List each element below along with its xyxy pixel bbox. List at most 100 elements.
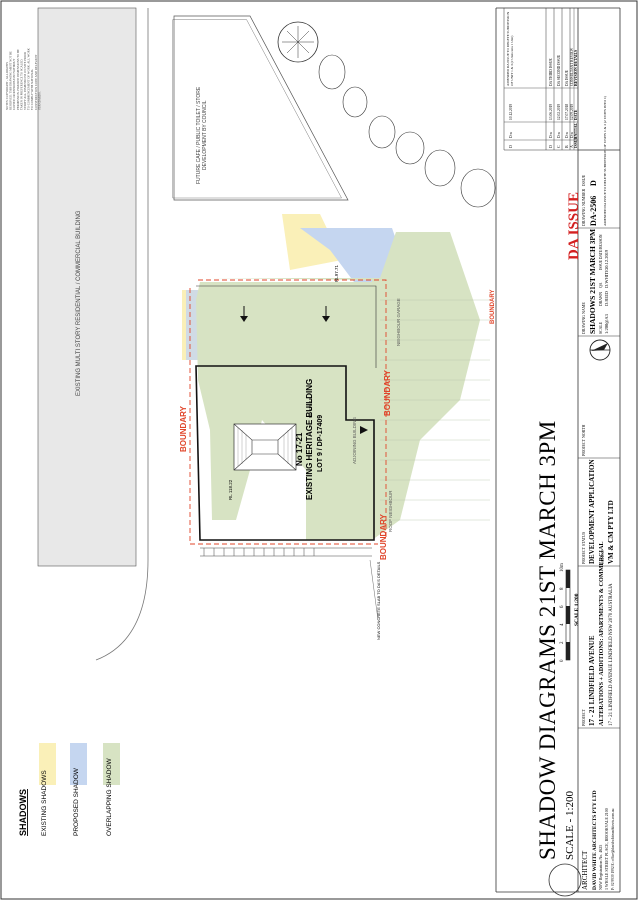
tree-icon <box>424 149 456 187</box>
legend-swatch-overlapping <box>103 743 120 785</box>
svg-text:4: 4 <box>560 623 565 626</box>
svg-text:C: C <box>556 145 561 148</box>
revision-row: A D.w 12.09.2019 CONSULTANT REVIEW <box>569 47 574 148</box>
legend: SHADOWS EXISTING SHADOWS PROPOSED SHADOW… <box>18 743 120 836</box>
driveway-arrows <box>240 306 330 322</box>
revision-detail-amended: AMENDED DA ISSUE TO DELETE SUBDIVISION O… <box>506 11 514 86</box>
overlapping-shadow <box>210 232 480 540</box>
svg-text:D: D <box>508 145 513 148</box>
project-status-label: PROJECT STATUS <box>581 532 586 564</box>
architect-contact: P: 02 9939 1992 E: office@davidwhitearch… <box>611 808 615 890</box>
rl-top: RL97.71 <box>334 264 339 282</box>
project-line1: 17 - 21 LINDFIELD AVENUE <box>588 635 596 726</box>
svg-text:10m: 10m <box>560 563 565 572</box>
svg-text:A: A <box>569 145 574 148</box>
meta-qa-value: D.WHITE <box>604 269 609 288</box>
stair-hatch <box>200 547 372 557</box>
svg-text:10.12.2019: 10.12.2019 <box>509 104 513 120</box>
sheet-title: SHADOW DIAGRAMS 21ST MARCH 3PM <box>535 420 560 860</box>
client-label: CLIENT <box>600 549 605 564</box>
site-plan: EXISTING MULTI STORY RESIDENTIAL / COMME… <box>6 7 496 661</box>
boundary-label-right: BOUNDARY <box>490 290 496 324</box>
architect-label: ARCHITECT <box>581 850 589 890</box>
legend-overlapping-label: OVERLAPPING SHADOW <box>106 757 113 836</box>
svg-text:D.w: D.w <box>549 132 553 138</box>
boundary-label-left: BOUNDARY <box>179 405 188 452</box>
revision-row: B D.w 17.07.2018 DA ISSUE <box>564 69 569 148</box>
tree-icon <box>318 54 346 90</box>
trees <box>277 21 496 208</box>
neighbour-garage-hatch <box>380 299 490 521</box>
svg-text:B: B <box>564 145 569 148</box>
existing-multistory-building <box>37 7 137 567</box>
tree-icon <box>395 131 425 165</box>
boundary-label-bottom: BOUNDARY <box>379 513 388 560</box>
future-cafe-label: FUTURE CAFE / PUBLIC TOILET / STORE DEVE… <box>196 86 208 184</box>
project-line3: 17 - 21 LINDFIELD AVENUE LINDFIELD NSW 2… <box>609 583 614 726</box>
svg-text:DA SECOND ISSUE: DA SECOND ISSUE <box>557 54 561 86</box>
client-name: VM & CM PTY LTD <box>607 500 615 564</box>
north-arrow-icon <box>589 339 611 361</box>
overlapping-shadow <box>196 282 372 540</box>
north-label: PROJECT NORTH <box>581 425 586 456</box>
svg-text:13.06.2019: 13.06.2019 <box>549 104 553 120</box>
neighbour-garage-label: NEIGHBOUR GARAGE <box>396 298 401 346</box>
tree-icon <box>277 21 319 63</box>
da-issue-stamp: DA ISSUE <box>566 192 582 260</box>
roof-neighbour-label: ROOF NEIGHBOUR <box>388 490 393 532</box>
svg-text:D.w: D.w <box>557 132 561 138</box>
rev-header-issue: ISSUE <box>574 137 578 148</box>
meta-drawn-label: DRAWN <box>599 292 603 306</box>
architect-address: 1 WHALE STREET PLACE, BROOKVALE 2100 <box>604 808 610 890</box>
project-line2: ALTERATIONS + ADDITIONS: APARTMENTS & CO… <box>598 541 605 726</box>
legend-existing-label: EXISTING SHADOWS <box>41 770 48 836</box>
rev-header-date: DATE <box>574 109 578 120</box>
drawing-number-value: DA-2506 <box>589 196 598 226</box>
project-status-value: DEVELOPMENT APPLICATION <box>588 459 596 564</box>
adjoining-building-label: ADJOINING BUILDING <box>352 416 357 464</box>
drawing-notes: NOTES: COPYRIGHT - ALL RIGHTS RESERVED. … <box>6 48 42 110</box>
building-number: No 17-21 <box>295 432 304 466</box>
concrete-slab-note: NEW CONCRETE SLAB TO DA'S DETAILS <box>376 561 381 640</box>
revision-row: D D.w 10.12.2019 AMENDED DA ISSUE TO DEL… <box>506 11 514 148</box>
sheet-title-group: SHADOW DIAGRAMS 21ST MARCH 3PM SCALE - 1… <box>535 420 582 897</box>
architect-name: DAVID WHITE ARCHITECTS PTY LTD <box>592 790 598 890</box>
drawing-number-label: DRAWING NUMBER <box>581 189 586 226</box>
svg-text:17.07.2018: 17.07.2018 <box>565 104 569 120</box>
meta-drawn-value: D.REID <box>604 290 609 306</box>
issue-reason: AMENDED DA ISSUE TO DELETE SUBDIVISION O… <box>603 95 607 226</box>
meta-scale-value: 1:200@A3 <box>604 313 609 334</box>
heritage-roof <box>233 423 297 471</box>
building-name: EXISTING HERITAGE BUILDING <box>305 379 314 500</box>
title-block: ARCHITECT DAVID WHITE ARCHITECTS PTY LTD… <box>495 7 621 893</box>
svg-text:DA ISSUE: DA ISSUE <box>565 69 569 86</box>
legend-proposed-label: PROPOSED SHADOW <box>73 767 80 836</box>
entry-arrow-icon <box>360 426 368 434</box>
meta-issue-label: ISSUE DATE/REASON <box>599 234 603 270</box>
rl-left: RL 118.22 <box>228 479 233 500</box>
drawing-name-value: SHADOWS 21ST MARCH 3PM <box>588 229 597 334</box>
existing-multistory-label: EXISTING MULTI STORY RESIDENTIAL / COMME… <box>76 210 82 396</box>
revision-row: D D.w 13.06.2019 DA THIRD ISSUE <box>548 58 553 148</box>
svg-text:12.02.2019: 12.02.2019 <box>557 104 561 120</box>
legend-swatch-proposed <box>70 743 87 785</box>
boundary-label-mid: BOUNDARY <box>383 369 392 416</box>
revisions-table: ISSUE INITIAL DATE REVISION DETAILS A D.… <box>503 8 620 151</box>
architect-reg: NSW Registration No. 4625 <box>598 845 603 890</box>
svg-text:DA THIRD ISSUE: DA THIRD ISSUE <box>549 58 553 86</box>
meta-qa-label: QA <box>599 282 603 288</box>
rev-header-initial: INITIAL <box>574 123 578 138</box>
drawing-name-label: DRAWING NAME <box>581 302 586 334</box>
sheet-scale: SCALE - 1:200 <box>564 790 576 860</box>
future-cafe-area <box>173 15 349 201</box>
rl-right: RL 119.18 <box>308 397 313 418</box>
road-edge <box>95 8 149 661</box>
meta-scale-label: SCALE <box>599 321 603 334</box>
drawing-issue-value: D <box>589 180 598 186</box>
tree-icon <box>460 168 496 208</box>
rev-header-details: REVISION DETAILS <box>574 50 578 86</box>
svg-text:12.09.2019: 12.09.2019 <box>570 104 574 120</box>
svg-text:D.w: D.w <box>565 132 569 138</box>
svg-text:CONSULTANT REVIEW: CONSULTANT REVIEW <box>570 47 574 86</box>
